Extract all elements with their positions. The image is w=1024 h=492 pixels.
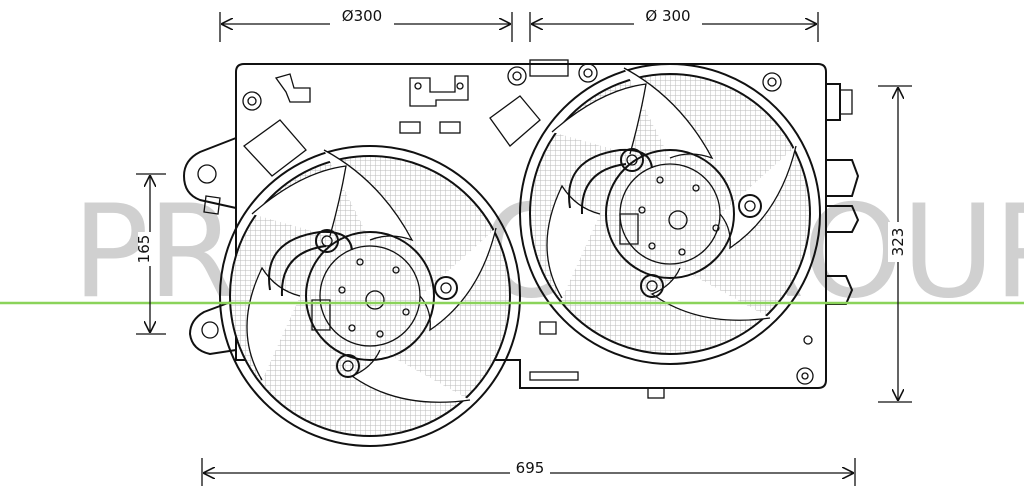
right-fan [519, 63, 821, 365]
dimension-right-fan-diameter: Ø 300 [529, 7, 819, 42]
left-fan-diameter-label: Ø300 [342, 7, 382, 25]
dimension-left-fan-diameter: Ø300 [219, 7, 513, 42]
mount-height-label: 165 [135, 235, 153, 264]
total-width-label: 695 [516, 459, 545, 477]
total-height-label: 323 [889, 228, 907, 257]
dimension-total-height: 323 [878, 85, 912, 403]
dimension-total-width: 695 [201, 458, 856, 486]
left-fan [219, 145, 521, 447]
right-fan-diameter-label: Ø 300 [645, 7, 690, 25]
dimension-mount-height: 165 [135, 173, 166, 335]
